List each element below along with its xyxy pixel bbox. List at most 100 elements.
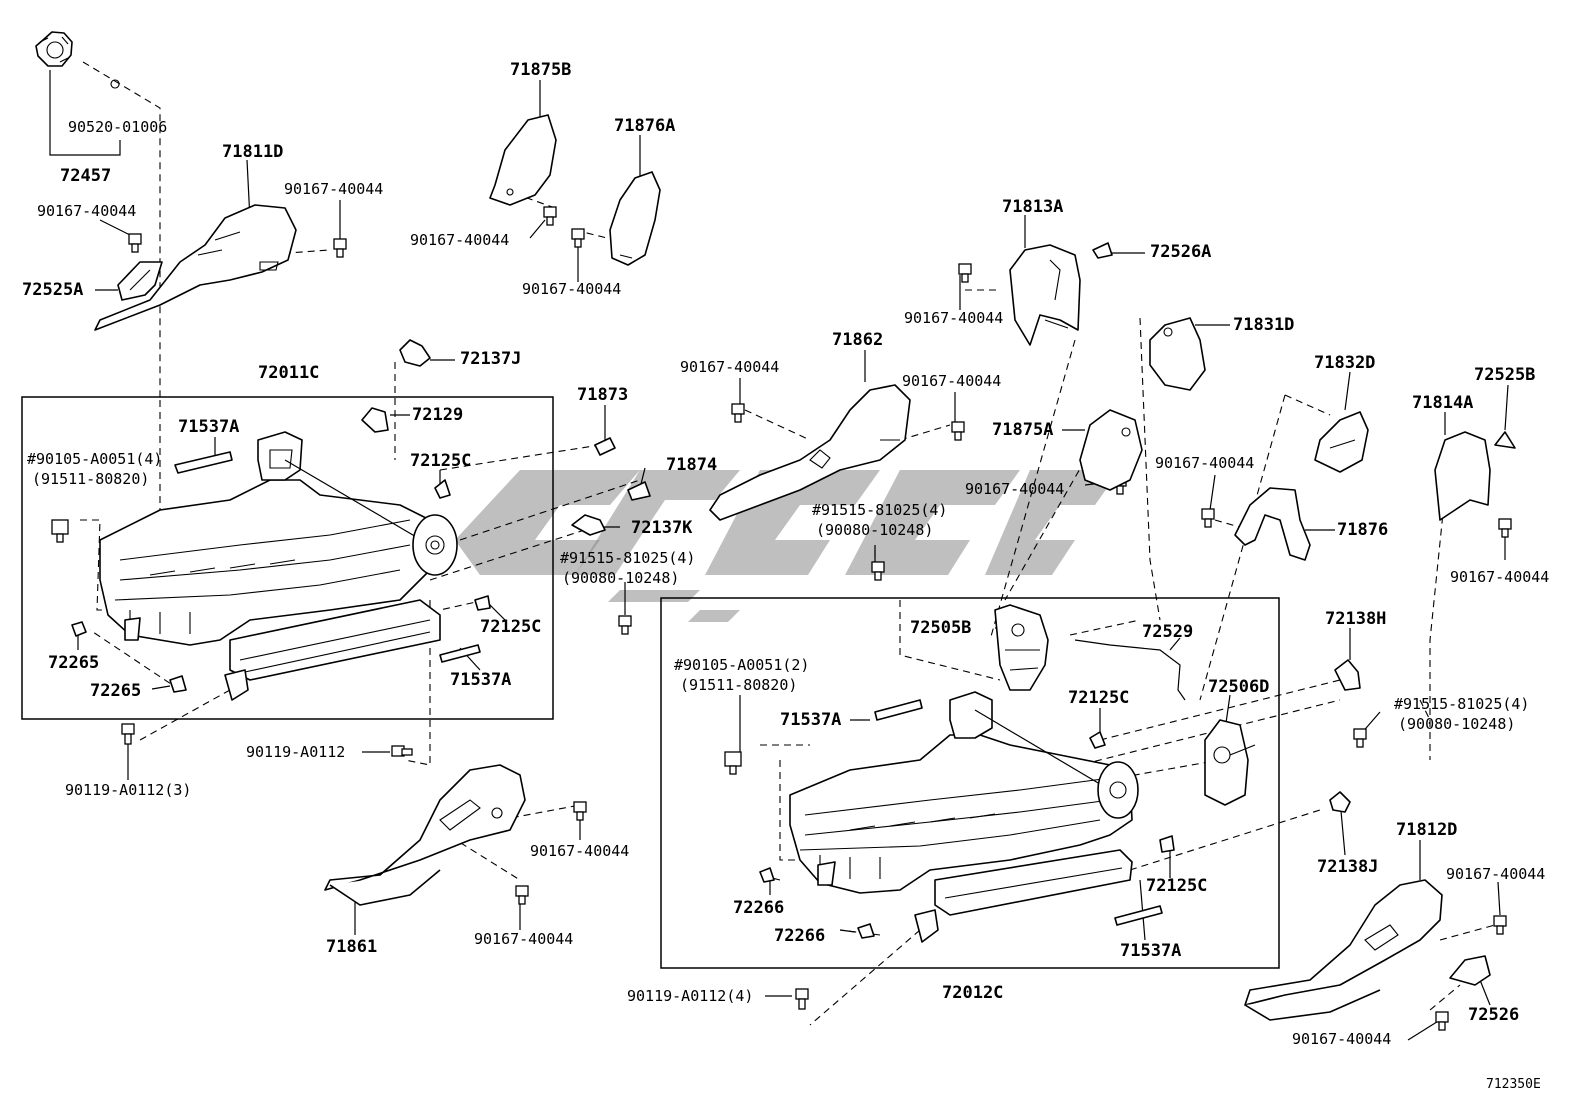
cover-71876 <box>1234 487 1311 561</box>
label-90167-40044-l: 90167-40044 <box>1450 568 1550 586</box>
label-72265-1: 72265 <box>48 653 100 673</box>
label-90167-40044-b: 90167-40044 <box>284 180 384 198</box>
label-90080-10248-1: (90080-10248) <box>562 569 680 587</box>
clip-72137J <box>399 339 431 367</box>
label-71876A: 71876A <box>614 116 676 136</box>
label-90105-A0051-2: #90105-A0051(2) <box>674 656 810 674</box>
label-90167-40044-j: 90167-40044 <box>965 480 1065 498</box>
cover-71862 <box>709 384 911 521</box>
label-91511-80820-2: (91511-80820) <box>680 676 798 694</box>
strip-71537A-right-top <box>874 699 923 721</box>
label-71812D: 71812D <box>1396 820 1458 840</box>
label-71537A-3: 71537A <box>780 710 842 730</box>
label-72265-2: 72265 <box>90 681 142 701</box>
frame-left-group-box <box>21 396 554 720</box>
label-71814A: 71814A <box>1412 393 1474 413</box>
bracket-71831D <box>1149 317 1206 391</box>
label-71875A: 71875A <box>992 420 1054 440</box>
strip-71537A-left-top <box>174 451 233 474</box>
fasteners <box>51 206 1512 1031</box>
label-72125C-3: 72125C <box>1068 688 1130 708</box>
label-72012C: 72012C <box>942 983 1004 1003</box>
cover-71814A <box>1434 431 1491 521</box>
cover-71875A <box>1079 409 1143 491</box>
cover-71861 <box>324 764 526 906</box>
clips-misc-right <box>759 731 1175 939</box>
strip-71537A-right-bottom <box>1114 905 1163 926</box>
bracket-71874 <box>627 481 651 501</box>
label-71537A-1: 71537A <box>178 417 240 437</box>
label-72011C: 72011C <box>258 363 320 383</box>
label-90080-10248-2: (90080-10248) <box>816 521 934 539</box>
label-72526A: 72526A <box>1150 242 1212 262</box>
label-72506D: 72506D <box>1208 677 1270 697</box>
label-91515-81025-3: #91515-81025(4) <box>1394 695 1530 713</box>
label-72529: 72529 <box>1142 622 1194 642</box>
clip-72137K <box>571 514 606 536</box>
label-72266-2: 72266 <box>774 926 826 946</box>
cover-71812D <box>1244 879 1443 1021</box>
label-71537A-2: 71537A <box>450 670 512 690</box>
label-71832D: 71832D <box>1314 353 1376 373</box>
label-71875B: 71875B <box>510 60 572 80</box>
shield-71811D <box>94 204 297 331</box>
label-72137J: 72137J <box>460 349 522 369</box>
label-90167-40044-a: 90167-40044 <box>37 202 137 220</box>
label-90520-01006: 90520-01006 <box>68 118 168 136</box>
bracket-71873 <box>594 437 616 456</box>
label-72525A: 72525A <box>22 280 84 300</box>
label-72138H: 72138H <box>1325 609 1387 629</box>
cover-71876A <box>609 171 661 266</box>
mechanism-72505B <box>994 604 1049 691</box>
bracket-71832D <box>1314 411 1369 473</box>
diagram-code: 712350E <box>1486 1077 1541 1092</box>
label-90119-A0112-2: 90119-A0112(3) <box>65 781 192 799</box>
label-71876: 71876 <box>1337 520 1389 540</box>
label-90167-40044-n: 90167-40044 <box>1292 1030 1392 1048</box>
label-90167-40044-c: 90167-40044 <box>410 231 510 249</box>
clip-72526A <box>1092 242 1113 259</box>
label-71862: 71862 <box>832 330 884 350</box>
label-90167-40044-h: 90167-40044 <box>902 372 1002 390</box>
strip-71537A-left-bottom <box>439 644 481 663</box>
label-90167-40044-m: 90167-40044 <box>1446 865 1546 883</box>
label-72137K: 72137K <box>631 518 693 538</box>
label-71874: 71874 <box>666 455 718 475</box>
label-72525B: 72525B <box>1474 365 1536 385</box>
clip-72525B <box>1494 431 1516 449</box>
label-72266-1: 72266 <box>733 898 785 918</box>
label-90119-A0112-1: 90119-A0112 <box>246 743 346 761</box>
label-90167-40044-i: 90167-40044 <box>904 309 1004 327</box>
label-72125C-4: 72125C <box>1146 876 1208 896</box>
label-90119-A0112-3: 90119-A0112(4) <box>627 987 754 1005</box>
clip-72138J <box>1329 791 1351 813</box>
clip-72129 <box>361 407 389 433</box>
label-72125C-1: 72125C <box>410 451 472 471</box>
clip-72138H <box>1334 659 1361 691</box>
label-72526: 72526 <box>1468 1005 1520 1025</box>
frame-right-group-box <box>660 597 1280 969</box>
label-71813A: 71813A <box>1002 197 1064 217</box>
label-72138J: 72138J <box>1317 857 1379 877</box>
label-90167-40044-d: 90167-40044 <box>522 280 622 298</box>
label-90167-40044-f: 90167-40044 <box>474 930 574 948</box>
label-71537A-4: 71537A <box>1120 941 1182 961</box>
label-91515-81025-1: #91515-81025(4) <box>560 549 696 567</box>
cover-71875B <box>489 114 557 206</box>
label-91511-80820-1: (91511-80820) <box>32 470 150 488</box>
cover-71813A <box>1009 244 1081 346</box>
label-90167-40044-e: 90167-40044 <box>530 842 630 860</box>
mechanism-72506D <box>1204 719 1256 806</box>
label-71873: 71873 <box>577 385 629 405</box>
seat-frame-left <box>99 431 458 701</box>
label-72125C-2: 72125C <box>480 617 542 637</box>
label-90167-40044-g: 90167-40044 <box>680 358 780 376</box>
label-72505B: 72505B <box>910 618 972 638</box>
label-71861: 71861 <box>326 937 378 957</box>
knob-72457 <box>35 31 120 89</box>
label-91515-81025-2: #91515-81025(4) <box>812 501 948 519</box>
label-90167-40044-k: 90167-40044 <box>1155 454 1255 472</box>
label-72457: 72457 <box>60 166 112 186</box>
